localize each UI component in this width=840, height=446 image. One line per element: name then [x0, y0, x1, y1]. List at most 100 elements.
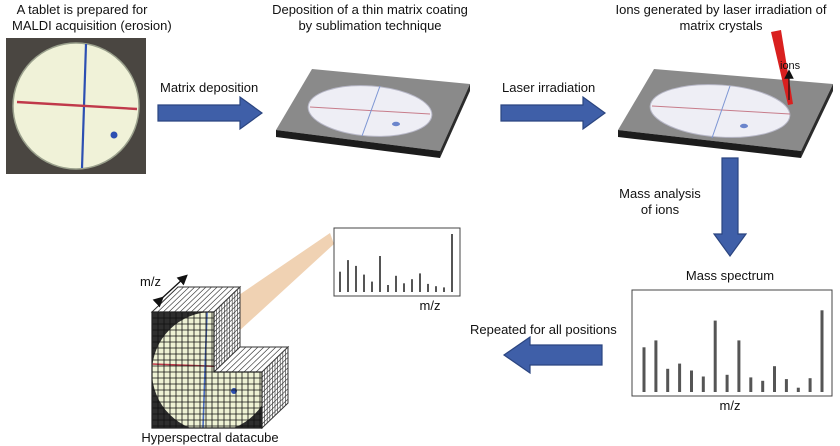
- spectrum-peak: [411, 279, 413, 292]
- repeated-caption: Repeated for all positions: [470, 322, 617, 337]
- spectral-row-line: [213, 306, 241, 333]
- spectrum-peak: [403, 283, 405, 292]
- spectrum-peak: [339, 271, 341, 292]
- spectral-row-line: [261, 393, 289, 420]
- laser-irradiation-label: Laser irradiation: [502, 80, 596, 95]
- spectral-col-line: [237, 346, 265, 373]
- arrow-matrix-deposition: [157, 95, 264, 131]
- spectrum-peak: [690, 370, 693, 392]
- spectrum-peak: [379, 256, 381, 292]
- tablet-caption-line2: MALDI acquisition (erosion): [12, 18, 172, 33]
- spectral-row-line: [213, 296, 241, 323]
- spectrum-peak: [820, 310, 824, 392]
- spectrum-peak: [749, 377, 753, 392]
- spectrum-peak: [725, 374, 729, 392]
- spectrum-peak: [387, 285, 389, 292]
- spectrum-peak: [808, 378, 812, 392]
- spectrum-peak: [642, 347, 646, 392]
- deposition-caption-line1: Deposition of a thin matrix coating: [272, 2, 468, 17]
- spectral-col-line: [231, 346, 259, 373]
- spectral-col-line: [202, 286, 229, 313]
- spectral-col-line: [225, 346, 253, 373]
- tablet-photo: [6, 38, 146, 174]
- spectral-row-line: [261, 351, 289, 378]
- datacube-caption: Hyperspectral datacube: [141, 430, 279, 445]
- matrix-deposition-label: Matrix deposition: [160, 80, 259, 95]
- spectral-row-line: [213, 316, 241, 343]
- spectral-row-line: [213, 326, 241, 353]
- ions-label: ions: [780, 60, 801, 72]
- spectral-row-line: [213, 311, 241, 338]
- mz-axis-arrow: [152, 274, 188, 308]
- spectral-col-line: [219, 346, 247, 373]
- spectral-col-line: [196, 286, 224, 313]
- spectrum-peak: [737, 340, 741, 392]
- spectral-row-line: [261, 362, 289, 388]
- laser-beam: [771, 30, 793, 105]
- coated-plate: [276, 69, 470, 158]
- spectral-col-line: [190, 286, 218, 313]
- ions-caption-line1: Ions generated by laser irradiation of: [615, 2, 827, 17]
- spectral-col-line: [261, 346, 289, 373]
- spectrum-peak: [451, 234, 453, 292]
- spectrum-peak: [761, 380, 765, 392]
- spectrum-peak: [654, 340, 658, 392]
- spectrum-peak: [713, 320, 717, 392]
- mass-analysis-caption: Mass analysis of ions: [610, 186, 710, 218]
- spectral-row-line: [261, 398, 289, 425]
- spectral-col-line: [255, 346, 283, 373]
- spectral-col-line: [249, 346, 277, 373]
- spectrum-peak: [427, 283, 429, 292]
- mass-analysis-line2: of ions: [640, 202, 680, 217]
- spectral-row-line: [213, 321, 241, 348]
- spectrum-peak: [701, 376, 705, 392]
- mass-analysis-line1: Mass analysis: [619, 186, 701, 201]
- spectral-col-line: [185, 286, 212, 313]
- spectral-row-line: [213, 301, 241, 328]
- spectral-row-line: [261, 383, 289, 409]
- cube-mz-label: m/z: [140, 274, 161, 289]
- spectral-row-line: [261, 388, 289, 414]
- arrow-laser-irradiation: [500, 95, 607, 131]
- pixel-spectrum-peaks: [339, 234, 453, 292]
- spectrum-peak: [363, 274, 365, 292]
- spectral-row-line: [213, 291, 241, 318]
- spectrum-projection-beam: [214, 233, 334, 354]
- mass-spectrum-caption: Mass spectrum: [685, 268, 775, 283]
- tablet-caption: A tablet is prepared for MALDI acquisiti…: [12, 2, 172, 34]
- spectral-row-line: [261, 367, 289, 394]
- spectral-layers: [157, 286, 289, 426]
- mass-spectrum-plot: [631, 289, 833, 397]
- ions-caption: Ions generated by laser irradiation of m…: [602, 2, 840, 34]
- spectral-row-line: [261, 377, 289, 404]
- spectrum-peak: [395, 275, 397, 292]
- spectrum-peak: [419, 273, 421, 292]
- spectrum-peak: [435, 286, 437, 292]
- spectrum-peak: [678, 363, 682, 392]
- spectrum-peak: [371, 281, 373, 292]
- mass-spectrum-axis-label: m/z: [719, 398, 741, 413]
- mass-spectrum-peaks: [642, 310, 824, 392]
- spectrum-peak: [784, 379, 788, 392]
- spectral-col-line: [207, 286, 235, 313]
- pixel-spectrum-plot: [333, 227, 461, 297]
- pixel-spectrum-axis-label: m/z: [419, 298, 441, 313]
- spectral-col-line: [179, 286, 207, 313]
- spectral-row-line: [261, 357, 289, 383]
- spectral-row-line: [213, 336, 241, 363]
- spectrum-peak: [443, 287, 445, 292]
- arrow-repeated: [502, 335, 603, 375]
- spectral-row-line: [213, 331, 241, 358]
- laser-plate: [618, 69, 833, 158]
- deposition-caption: Deposition of a thin matrix coating by s…: [262, 2, 478, 34]
- tablet-caption-line1: A tablet is prepared for: [16, 2, 148, 17]
- spectral-row-line: [213, 341, 241, 368]
- hyperspectral-datacube: [150, 233, 334, 430]
- spectrum-peak: [773, 366, 776, 392]
- spectrum-peak: [666, 368, 670, 392]
- ions-caption-line2: matrix crystals: [679, 18, 763, 33]
- spectrum-peak: [347, 260, 349, 292]
- arrow-mass-analysis: [712, 157, 748, 258]
- deposition-caption-line2: by sublimation technique: [298, 18, 442, 33]
